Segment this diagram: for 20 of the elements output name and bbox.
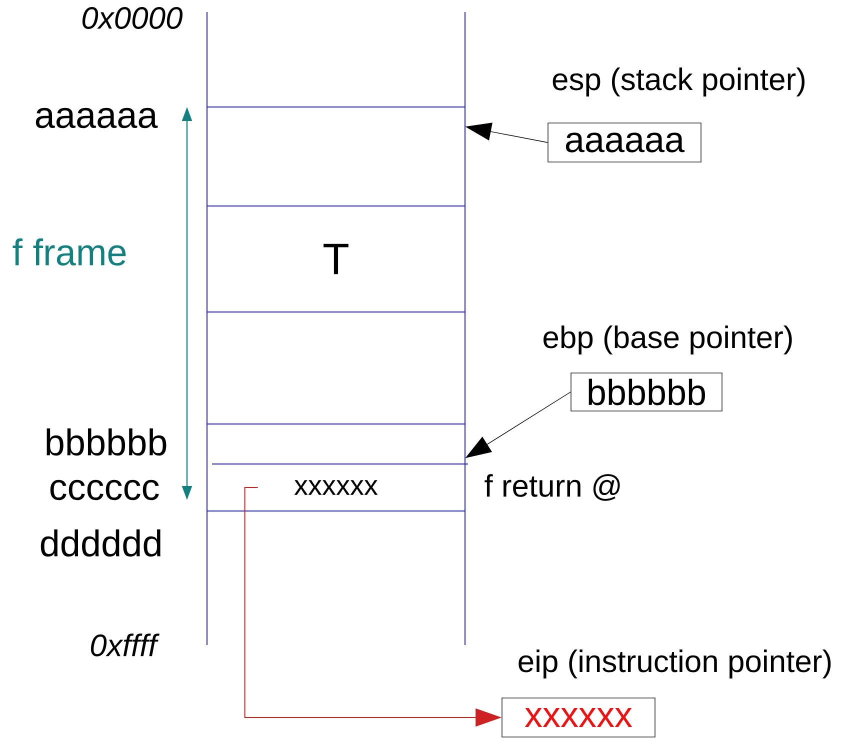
register-name: ebp (base pointer) bbox=[544, 326, 792, 354]
address-label: cccccc bbox=[50, 480, 159, 500]
stack-slot bbox=[206, 106, 466, 206]
address-label: aaaaaa bbox=[36, 108, 158, 128]
slot-caption: f return @ bbox=[484, 474, 620, 501]
register-box: aaaaaa bbox=[548, 122, 702, 162]
address-label: 0x0000 bbox=[82, 7, 183, 29]
address-label: 0xffff bbox=[90, 634, 160, 656]
stack-slot bbox=[206, 12, 466, 108]
stack-slot bbox=[206, 312, 466, 424]
register-box: bbbbbb bbox=[570, 372, 722, 412]
stack-slot: xxxxxx bbox=[206, 464, 466, 512]
register-name: esp (stack pointer) bbox=[552, 68, 805, 96]
register-box: xxxxxx bbox=[502, 698, 656, 738]
address-label: dddddd bbox=[40, 529, 160, 557]
address-label: f frame bbox=[12, 238, 126, 266]
address-label: bbbbbb bbox=[46, 428, 166, 456]
register-name: eip (instruction pointer) bbox=[518, 650, 831, 678]
stack-slot: T bbox=[206, 206, 466, 312]
stack-slot bbox=[206, 424, 468, 464]
